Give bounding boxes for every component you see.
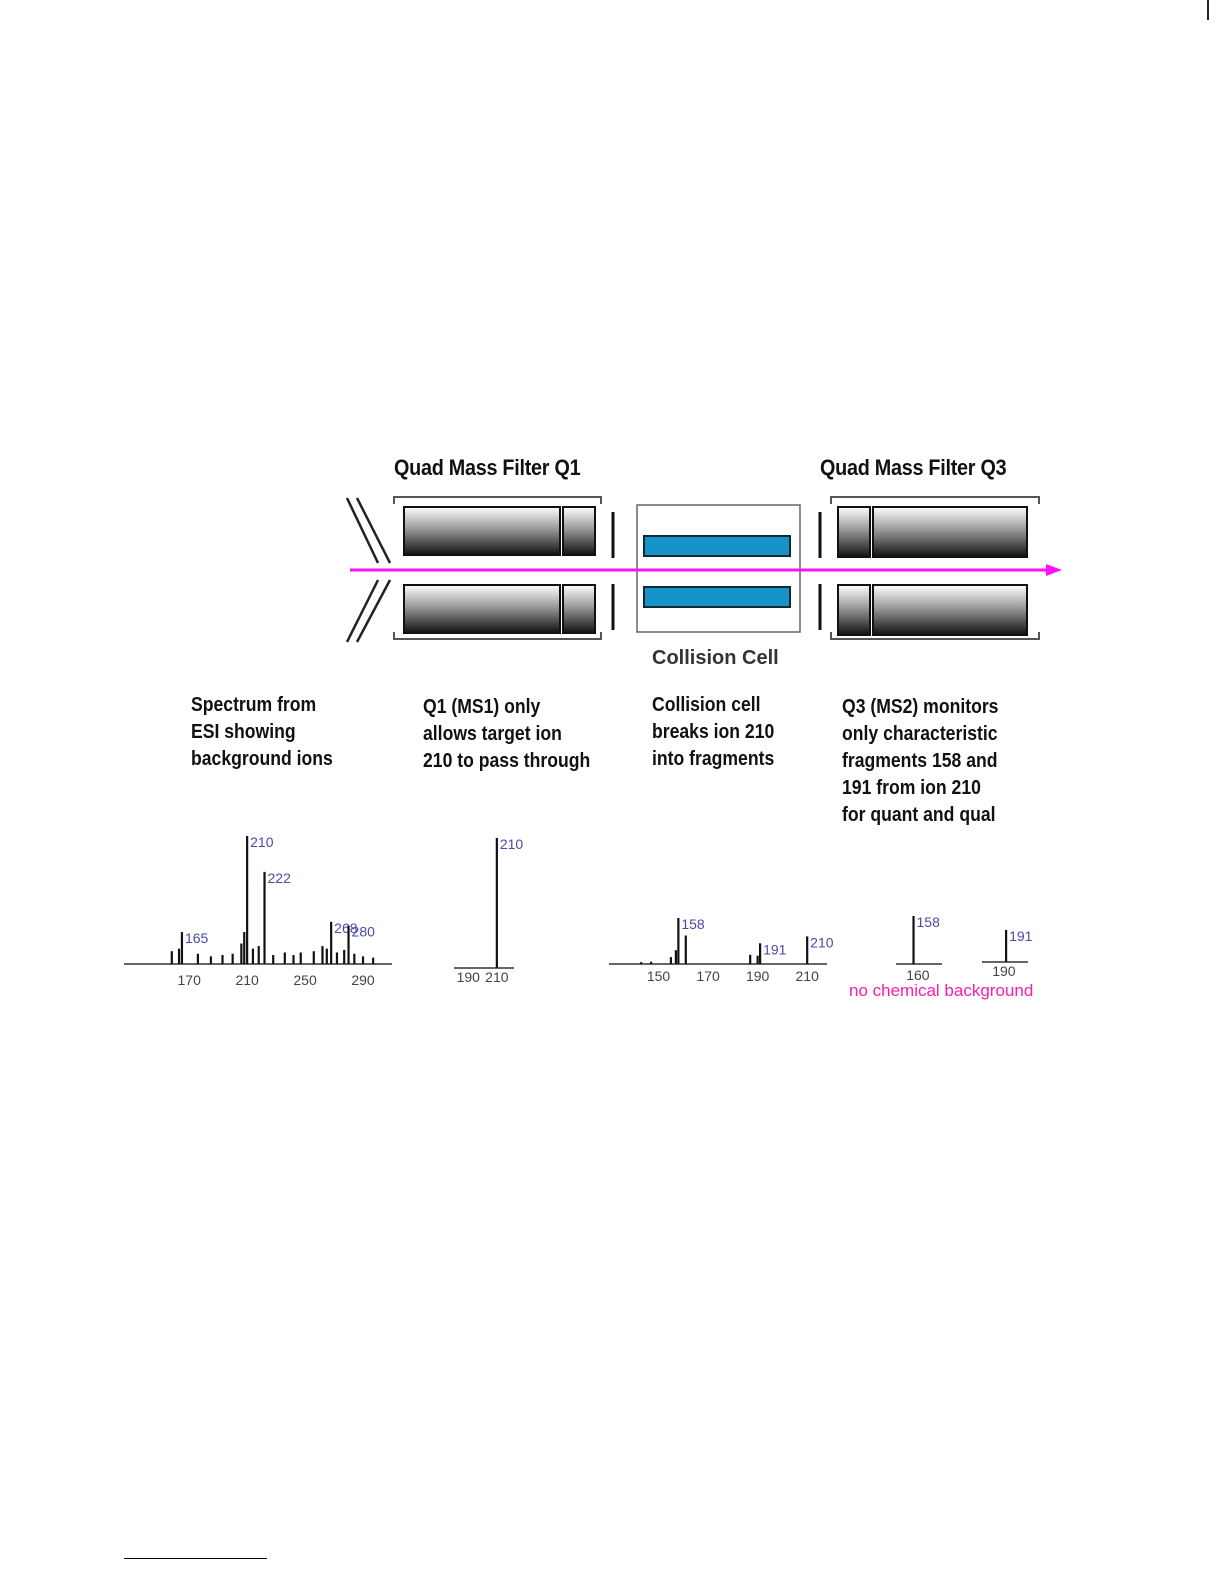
- tick-label-210: 210: [485, 969, 509, 985]
- peak-label-210: 210: [250, 834, 274, 850]
- peak-label-191: 191: [763, 941, 787, 957]
- footnote-rule: [124, 1558, 267, 1559]
- page-edge-mark: [1207, 0, 1209, 20]
- q1-bracket: [393, 496, 602, 640]
- tick-label-150: 150: [647, 968, 671, 984]
- tick-label-190: 190: [457, 969, 481, 985]
- tick-label-170: 170: [696, 968, 720, 984]
- peak-label-210: 210: [500, 836, 524, 852]
- caption-q1: Q1 (MS1) only allows target ion 210 to p…: [423, 696, 591, 772]
- entrance-plates: [345, 497, 392, 643]
- peak-label-191: 191: [1009, 928, 1033, 944]
- q3-rods: [837, 506, 1028, 636]
- q3-bracket: [830, 496, 1040, 640]
- caption-collision: Collision cell breaks ion 210 into fragm…: [652, 694, 775, 770]
- collision-rod-upper: [643, 535, 791, 557]
- q1-header: Quad Mass Filter Q1: [394, 455, 581, 480]
- q3-fragment-158-spectrum: 158 160: [896, 914, 942, 983]
- peak-label-210: 210: [810, 934, 834, 950]
- no-background-note: no chemical background: [849, 981, 1034, 1000]
- q3-header: Quad Mass Filter Q3: [820, 455, 1007, 480]
- peak-label-280: 280: [352, 924, 376, 940]
- q1-rods: [403, 506, 596, 634]
- collision-spectrum: 158 191 210 150 170 190 210: [609, 916, 834, 984]
- tick-label-190: 190: [746, 968, 770, 984]
- tick-label-170: 170: [178, 972, 202, 988]
- collision-rod-lower: [643, 586, 791, 608]
- caption-q3: Q3 (MS2) monitors only characteristic fr…: [842, 696, 999, 826]
- peak-label-268: 268: [334, 920, 358, 936]
- peak-label-158: 158: [917, 914, 941, 930]
- instrument-diagram: [345, 496, 1062, 643]
- ion-beam-arrowhead: [1046, 564, 1062, 576]
- peak-label-165: 165: [185, 930, 209, 946]
- caption-esi: Spectrum from ESI showing background ion…: [191, 694, 333, 770]
- collision-cell-label: Collision Cell: [652, 647, 779, 669]
- tick-label-190: 190: [992, 963, 1016, 979]
- tick-label-160: 160: [906, 967, 930, 983]
- tick-label-210: 210: [235, 972, 259, 988]
- q3-fragment-191-spectrum: 191 190: [982, 928, 1033, 979]
- tick-label-290: 290: [351, 972, 375, 988]
- tick-label-250: 250: [293, 972, 317, 988]
- peak-label-158: 158: [681, 916, 705, 932]
- peak-label-222: 222: [268, 870, 292, 886]
- tick-label-210: 210: [796, 968, 820, 984]
